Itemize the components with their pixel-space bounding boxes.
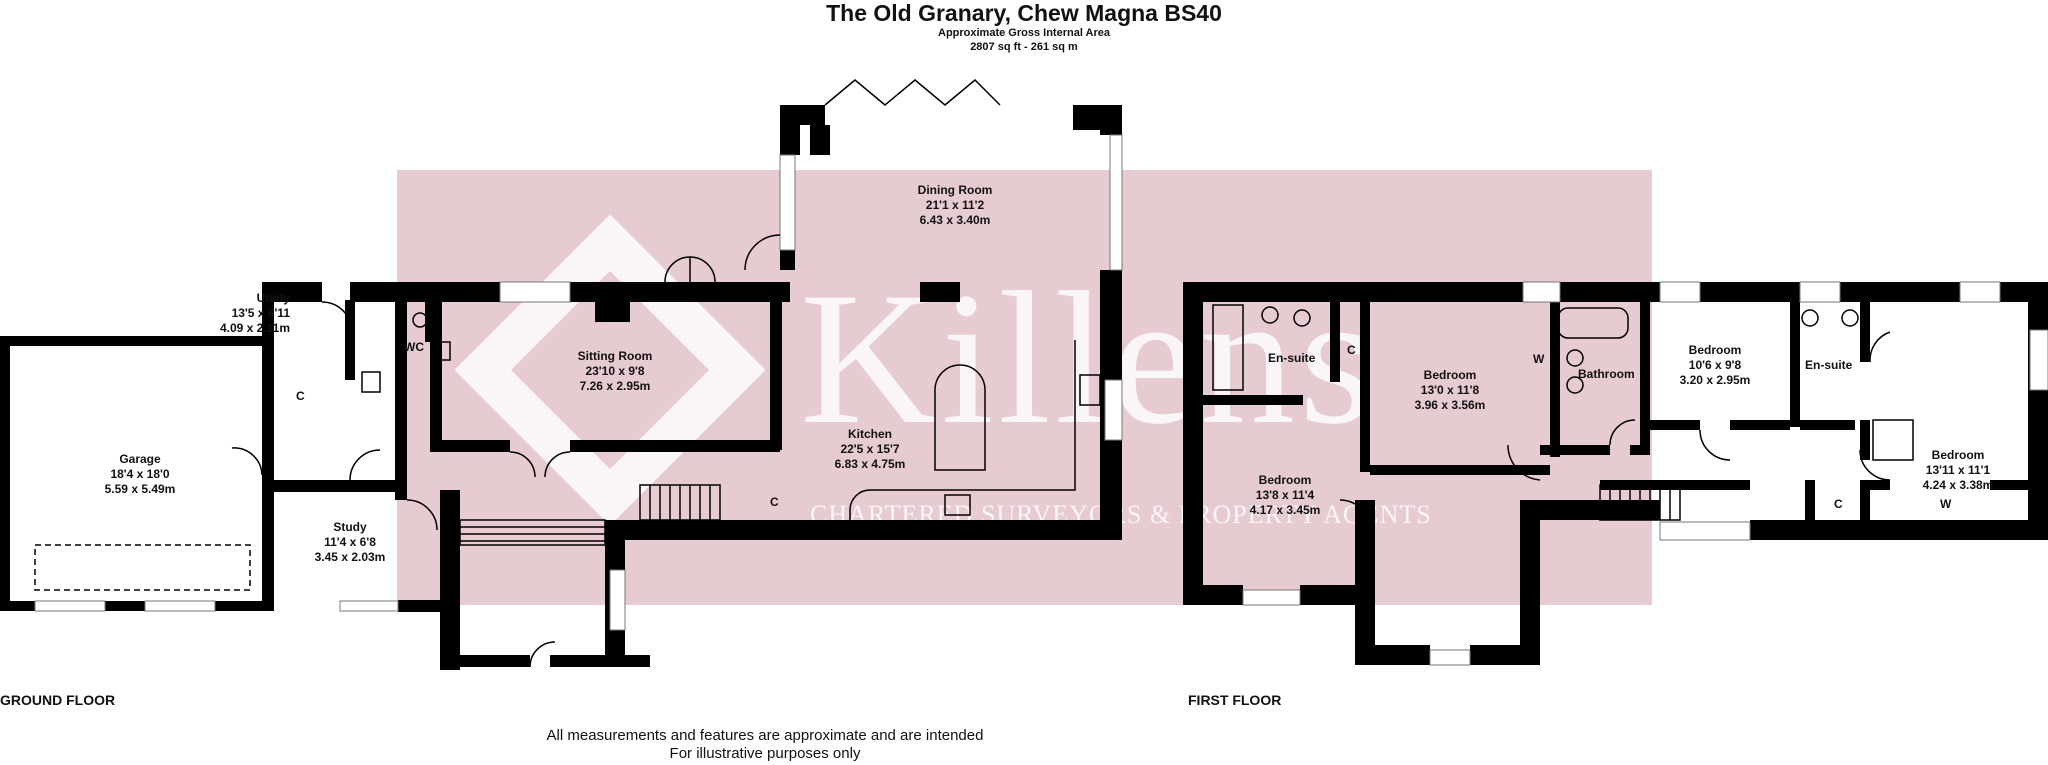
disclaimer-line-2: For illustrative purposes only <box>669 745 861 762</box>
room-bedroom-2-name: Bedroom <box>1688 343 1742 357</box>
label-bathroom: Bathroom <box>1578 367 1635 381</box>
room-study: Study 11'4 x 6'8 3.45 x 2.03m <box>290 520 410 565</box>
area-value: 2807 sq ft - 261 sq m <box>970 41 1078 53</box>
label-ensuite-1: En-suite <box>1268 351 1316 365</box>
room-garage-metric: 5.59 x 5.49m <box>104 482 176 496</box>
room-bedroom-3-imperial: 13'11 x 11'1 <box>1925 463 1991 477</box>
room-kitchen: Kitchen 22'5 x 15'7 6.83 x 4.75m <box>800 427 940 472</box>
room-bedroom-2-metric: 3.20 x 2.95m <box>1679 373 1751 387</box>
room-bedroom-2-imperial: 10'6 x 9'8 <box>1688 358 1742 372</box>
room-sitting-imperial: 23'10 x 9'8 <box>585 364 645 378</box>
room-sitting-name: Sitting Room <box>577 349 653 363</box>
room-garage-name: Garage <box>119 452 161 466</box>
label-w-landing: W <box>1940 497 1952 511</box>
windows <box>34 134 2048 666</box>
room-utility-name: Utility <box>256 291 290 305</box>
room-bedroom-1-metric: 3.96 x 3.56m <box>1414 398 1486 412</box>
room-dining: Dining Room 21'1 x 11'2 6.43 x 3.40m <box>880 183 1030 228</box>
ground-floor-label: GROUND FLOOR <box>0 692 116 708</box>
room-utility: Utility 13'5 x 6'11 4.09 x 2.11m <box>170 291 290 336</box>
room-sitting-metric: 7.26 x 2.95m <box>579 379 651 393</box>
room-bedroom-2: Bedroom 10'6 x 9'8 3.20 x 2.95m <box>1655 343 1775 388</box>
room-utility-metric: 4.09 x 2.11m <box>219 321 290 335</box>
label-c-kitchen: C <box>770 495 779 509</box>
room-dining-imperial: 21'1 x 11'2 <box>925 198 985 212</box>
room-bedroom-3-metric: 4.24 x 3.38m <box>1922 478 1994 492</box>
room-bedroom-4-metric: 4.17 x 3.45m <box>1249 503 1321 517</box>
room-bedroom-1-imperial: 13'0 x 11'8 <box>1420 383 1480 397</box>
room-kitchen-metric: 6.83 x 4.75m <box>834 457 906 471</box>
header: The Old Granary, Chew Magna BS40 Approxi… <box>0 0 2048 54</box>
label-ensuite-2: En-suite <box>1805 358 1853 372</box>
room-garage: Garage 18'4 x 18'0 5.59 x 5.49m <box>80 452 200 497</box>
room-garage-imperial: 18'4 x 18'0 <box>110 467 170 481</box>
room-study-imperial: 11'4 x 6'8 <box>324 535 376 549</box>
room-utility-imperial: 13'5 x 6'11 <box>231 306 290 320</box>
room-kitchen-name: Kitchen <box>847 427 892 441</box>
label-c-landing: C <box>1834 497 1843 511</box>
room-bedroom-4: Bedroom 13'8 x 11'4 4.17 x 3.45m <box>1220 473 1350 518</box>
label-w-bedroom: W <box>1533 352 1545 366</box>
label-c-ensuite: C <box>1347 343 1356 357</box>
room-kitchen-imperial: 22'5 x 15'7 <box>840 442 900 456</box>
room-study-metric: 3.45 x 2.03m <box>314 550 386 564</box>
room-bedroom-4-imperial: 13'8 x 11'4 <box>1255 488 1315 502</box>
label-wc: WC <box>404 340 424 354</box>
room-bedroom-3: Bedroom 13'11 x 11'1 4.24 x 3.38m <box>1898 448 2018 493</box>
room-dining-name: Dining Room <box>917 183 993 197</box>
first-floor-label: FIRST FLOOR <box>1188 692 1282 708</box>
room-bedroom-4-name: Bedroom <box>1258 473 1312 487</box>
room-study-name: Study <box>333 520 367 534</box>
area-subtitle: Approximate Gross Internal Area <box>938 27 1110 39</box>
label-c-utility: C <box>296 389 305 403</box>
disclaimer-line-1: All measurements and features are approx… <box>546 727 984 744</box>
doors <box>34 78 1914 668</box>
room-bedroom-1: Bedroom 13'0 x 11'8 3.96 x 3.56m <box>1390 368 1510 413</box>
room-sitting: Sitting Room 23'10 x 9'8 7.26 x 2.95m <box>545 349 685 394</box>
room-bedroom-1-name: Bedroom <box>1423 368 1477 382</box>
disclaimer: All measurements and features are approx… <box>0 727 1530 763</box>
page-title: The Old Granary, Chew Magna BS40 <box>826 0 1222 26</box>
room-dining-metric: 6.43 x 3.40m <box>919 213 991 227</box>
room-bedroom-3-name: Bedroom <box>1931 448 1985 462</box>
